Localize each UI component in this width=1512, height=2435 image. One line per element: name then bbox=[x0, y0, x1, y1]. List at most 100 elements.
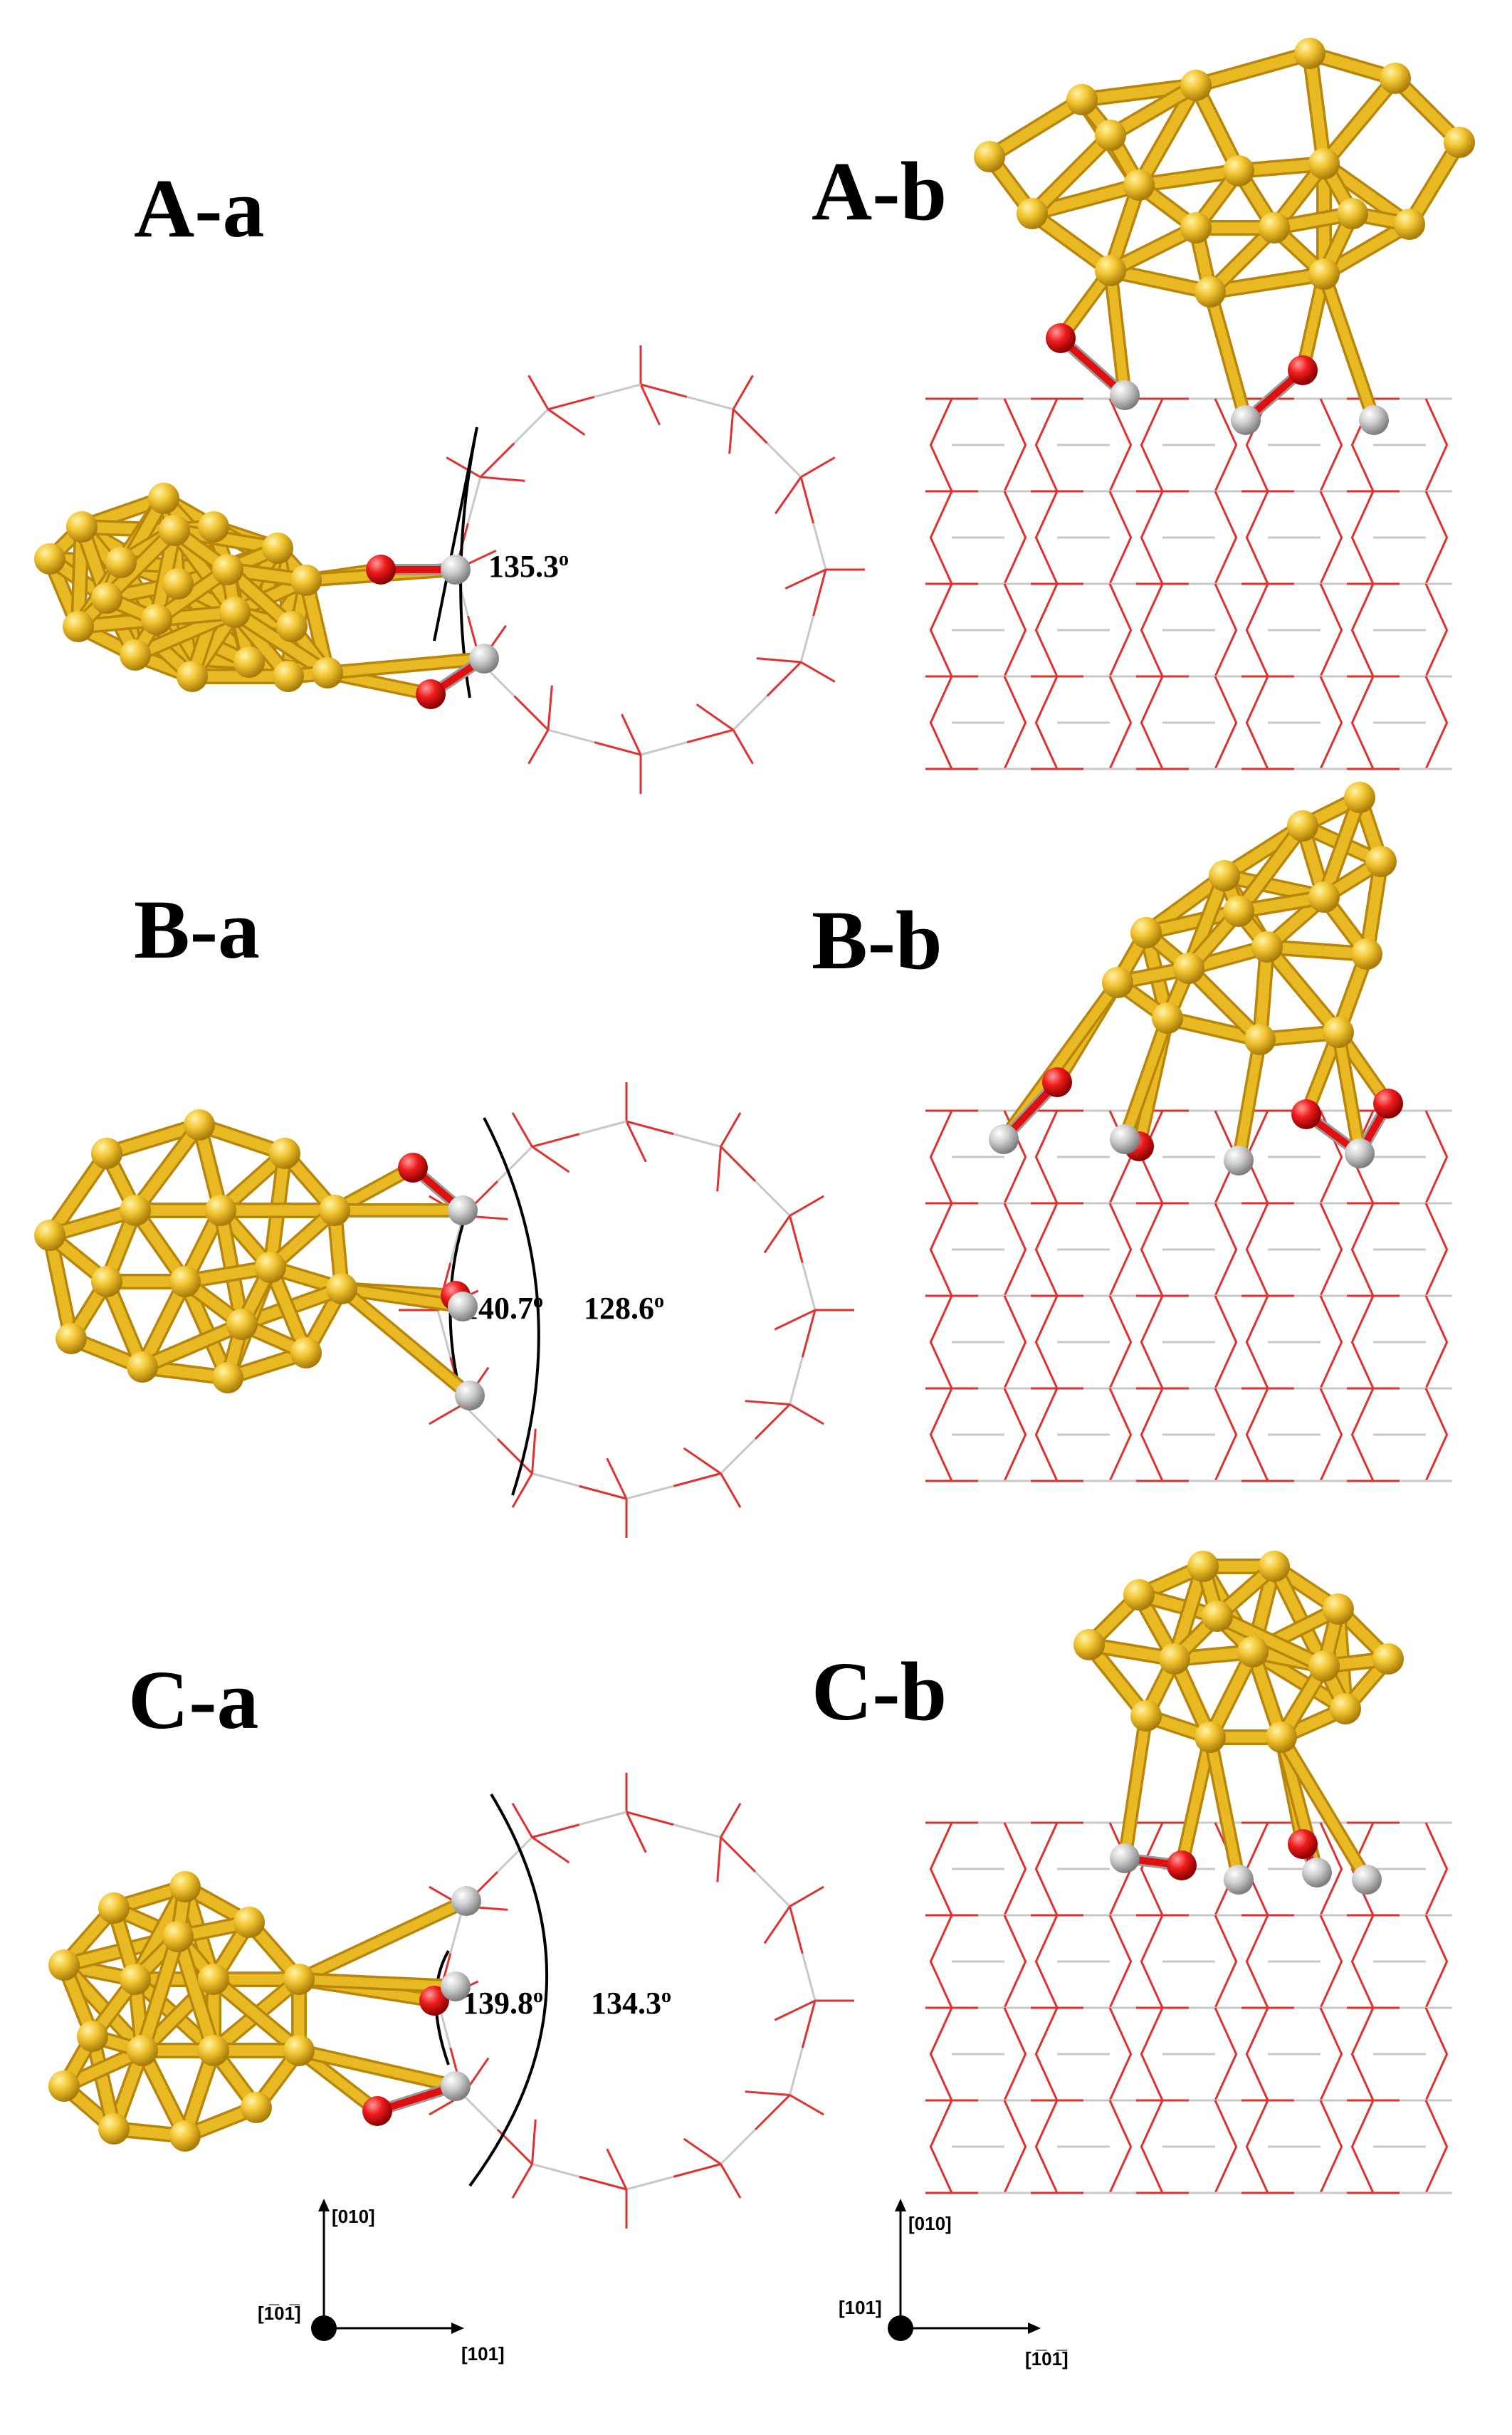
lattice-bond bbox=[1003, 2100, 1027, 2194]
gold-atom bbox=[1351, 938, 1382, 970]
silicon-atom bbox=[1352, 1865, 1382, 1895]
oxygen-atom bbox=[362, 2096, 392, 2126]
lattice-bond bbox=[1140, 1388, 1164, 1482]
ring-spoke bbox=[720, 1112, 742, 1148]
lattice-bond bbox=[1319, 1203, 1343, 1297]
gold-atom bbox=[1308, 258, 1340, 290]
ring-spoke bbox=[789, 1195, 824, 1217]
panel-label-c-b: C-b bbox=[812, 1645, 947, 1738]
ring-spoke bbox=[547, 685, 553, 730]
ring-spoke bbox=[775, 476, 802, 515]
lattice-bond bbox=[1140, 2100, 1164, 2194]
lattice-bond bbox=[1140, 1915, 1164, 2009]
lattice-bond bbox=[1319, 2100, 1343, 2194]
silicon-atom bbox=[1302, 1858, 1332, 1887]
lattice-bond bbox=[1424, 1203, 1449, 1297]
silicon-atom bbox=[448, 1292, 478, 1321]
lattice-bond bbox=[1108, 398, 1133, 492]
lattice-bond bbox=[1140, 2007, 1164, 2101]
ring-bond bbox=[640, 741, 688, 756]
lattice-bond bbox=[929, 583, 953, 677]
angle-label-c-a-2: 134.3o bbox=[591, 1985, 671, 2021]
lattice-bond bbox=[1214, 491, 1238, 585]
ring-bond bbox=[579, 1811, 627, 1826]
lattice-bond bbox=[1003, 583, 1027, 677]
axis-label-origin-left: [1̅01̅] bbox=[258, 2303, 301, 2324]
ring-bond bbox=[479, 442, 515, 478]
lattice-bond bbox=[1034, 1915, 1059, 2009]
gold-cluster-b-b bbox=[989, 782, 1403, 1175]
lattice-bond bbox=[1424, 2100, 1449, 2194]
gold-cluster-c-b bbox=[1073, 1551, 1404, 1895]
gold-atom bbox=[212, 1362, 243, 1393]
zeolite-ring-c-a bbox=[399, 1773, 854, 2229]
ring-bond bbox=[579, 1120, 627, 1136]
ring-spoke bbox=[511, 1472, 533, 1508]
lattice-bond bbox=[1245, 1915, 1269, 2009]
ring-spoke bbox=[531, 1146, 570, 1173]
ring-bond bbox=[673, 1823, 721, 1838]
gold-atom bbox=[169, 2120, 201, 2152]
axis-origin-left bbox=[311, 2315, 337, 2341]
lattice-bond bbox=[1140, 676, 1164, 770]
lattice-bond bbox=[1424, 1822, 1449, 1916]
framework-a-b bbox=[925, 397, 1452, 770]
lattice-bond bbox=[1319, 1915, 1343, 2009]
axis-label-up-left: [010] bbox=[332, 2206, 375, 2227]
axis-label-right-left: [101] bbox=[461, 2343, 505, 2365]
ring-bond bbox=[579, 1484, 627, 1500]
lattice-bond bbox=[929, 1388, 953, 1482]
panel-label-a-a: A-a bbox=[134, 162, 265, 255]
lattice-bond bbox=[1003, 1203, 1027, 1297]
gold-cluster-c-a bbox=[48, 1871, 481, 2152]
ring-spoke bbox=[745, 2090, 790, 2096]
lattice-bond bbox=[1350, 1915, 1375, 2009]
ring-bond bbox=[754, 1870, 791, 1907]
lattice-bond bbox=[1003, 1822, 1027, 1916]
ring-spoke bbox=[745, 1400, 790, 1405]
axis-label-origin-right: [101] bbox=[839, 2297, 882, 2318]
ring-spoke bbox=[531, 1428, 537, 1474]
lattice-bond bbox=[1214, 2007, 1238, 2101]
lattice-bond bbox=[929, 1203, 953, 1297]
gold-atom bbox=[1017, 198, 1048, 229]
lattice-bond bbox=[1140, 491, 1164, 585]
gold-atom bbox=[198, 511, 229, 543]
lattice-bond bbox=[1108, 1388, 1133, 1482]
lattice-bond bbox=[929, 1295, 953, 1389]
lattice-bond bbox=[1350, 676, 1375, 770]
lattice-bond bbox=[1424, 676, 1449, 770]
silicon-atom bbox=[455, 1381, 485, 1410]
ring-spoke bbox=[756, 657, 802, 664]
lattice-bond bbox=[1350, 2100, 1375, 2194]
zeolite-ring-a-a bbox=[416, 345, 865, 794]
lattice-bond bbox=[1319, 491, 1343, 585]
lattice-bond bbox=[1319, 2007, 1343, 2101]
lattice-bond bbox=[1319, 676, 1343, 770]
ring-spoke bbox=[728, 409, 735, 454]
ring-bond bbox=[812, 523, 827, 570]
silicon-atom bbox=[441, 555, 471, 585]
silicon-atom bbox=[441, 2071, 471, 2101]
gold-atom bbox=[1130, 917, 1162, 948]
lattice-bond bbox=[929, 491, 953, 585]
gold-atom bbox=[127, 2035, 158, 2066]
gold-atom bbox=[98, 2113, 130, 2145]
ring-bond bbox=[626, 1484, 674, 1500]
ring-spoke bbox=[511, 1112, 533, 1148]
gold-atom bbox=[255, 1252, 286, 1283]
lattice-bond bbox=[1034, 1110, 1059, 1204]
ring-spoke bbox=[511, 2163, 533, 2199]
silicon-atom bbox=[1345, 1138, 1375, 1168]
ring-bond bbox=[732, 408, 768, 444]
gold-atom bbox=[1223, 155, 1254, 187]
lattice-bond bbox=[1350, 1203, 1375, 1297]
lattice-bond bbox=[1350, 1388, 1375, 1482]
ring-bond bbox=[547, 395, 595, 411]
lattice-bond bbox=[1424, 583, 1449, 677]
gold-atom bbox=[1330, 1693, 1361, 1724]
lattice-bond bbox=[1350, 583, 1375, 677]
lattice-bond bbox=[929, 2100, 953, 2194]
ring-spoke bbox=[480, 476, 525, 482]
